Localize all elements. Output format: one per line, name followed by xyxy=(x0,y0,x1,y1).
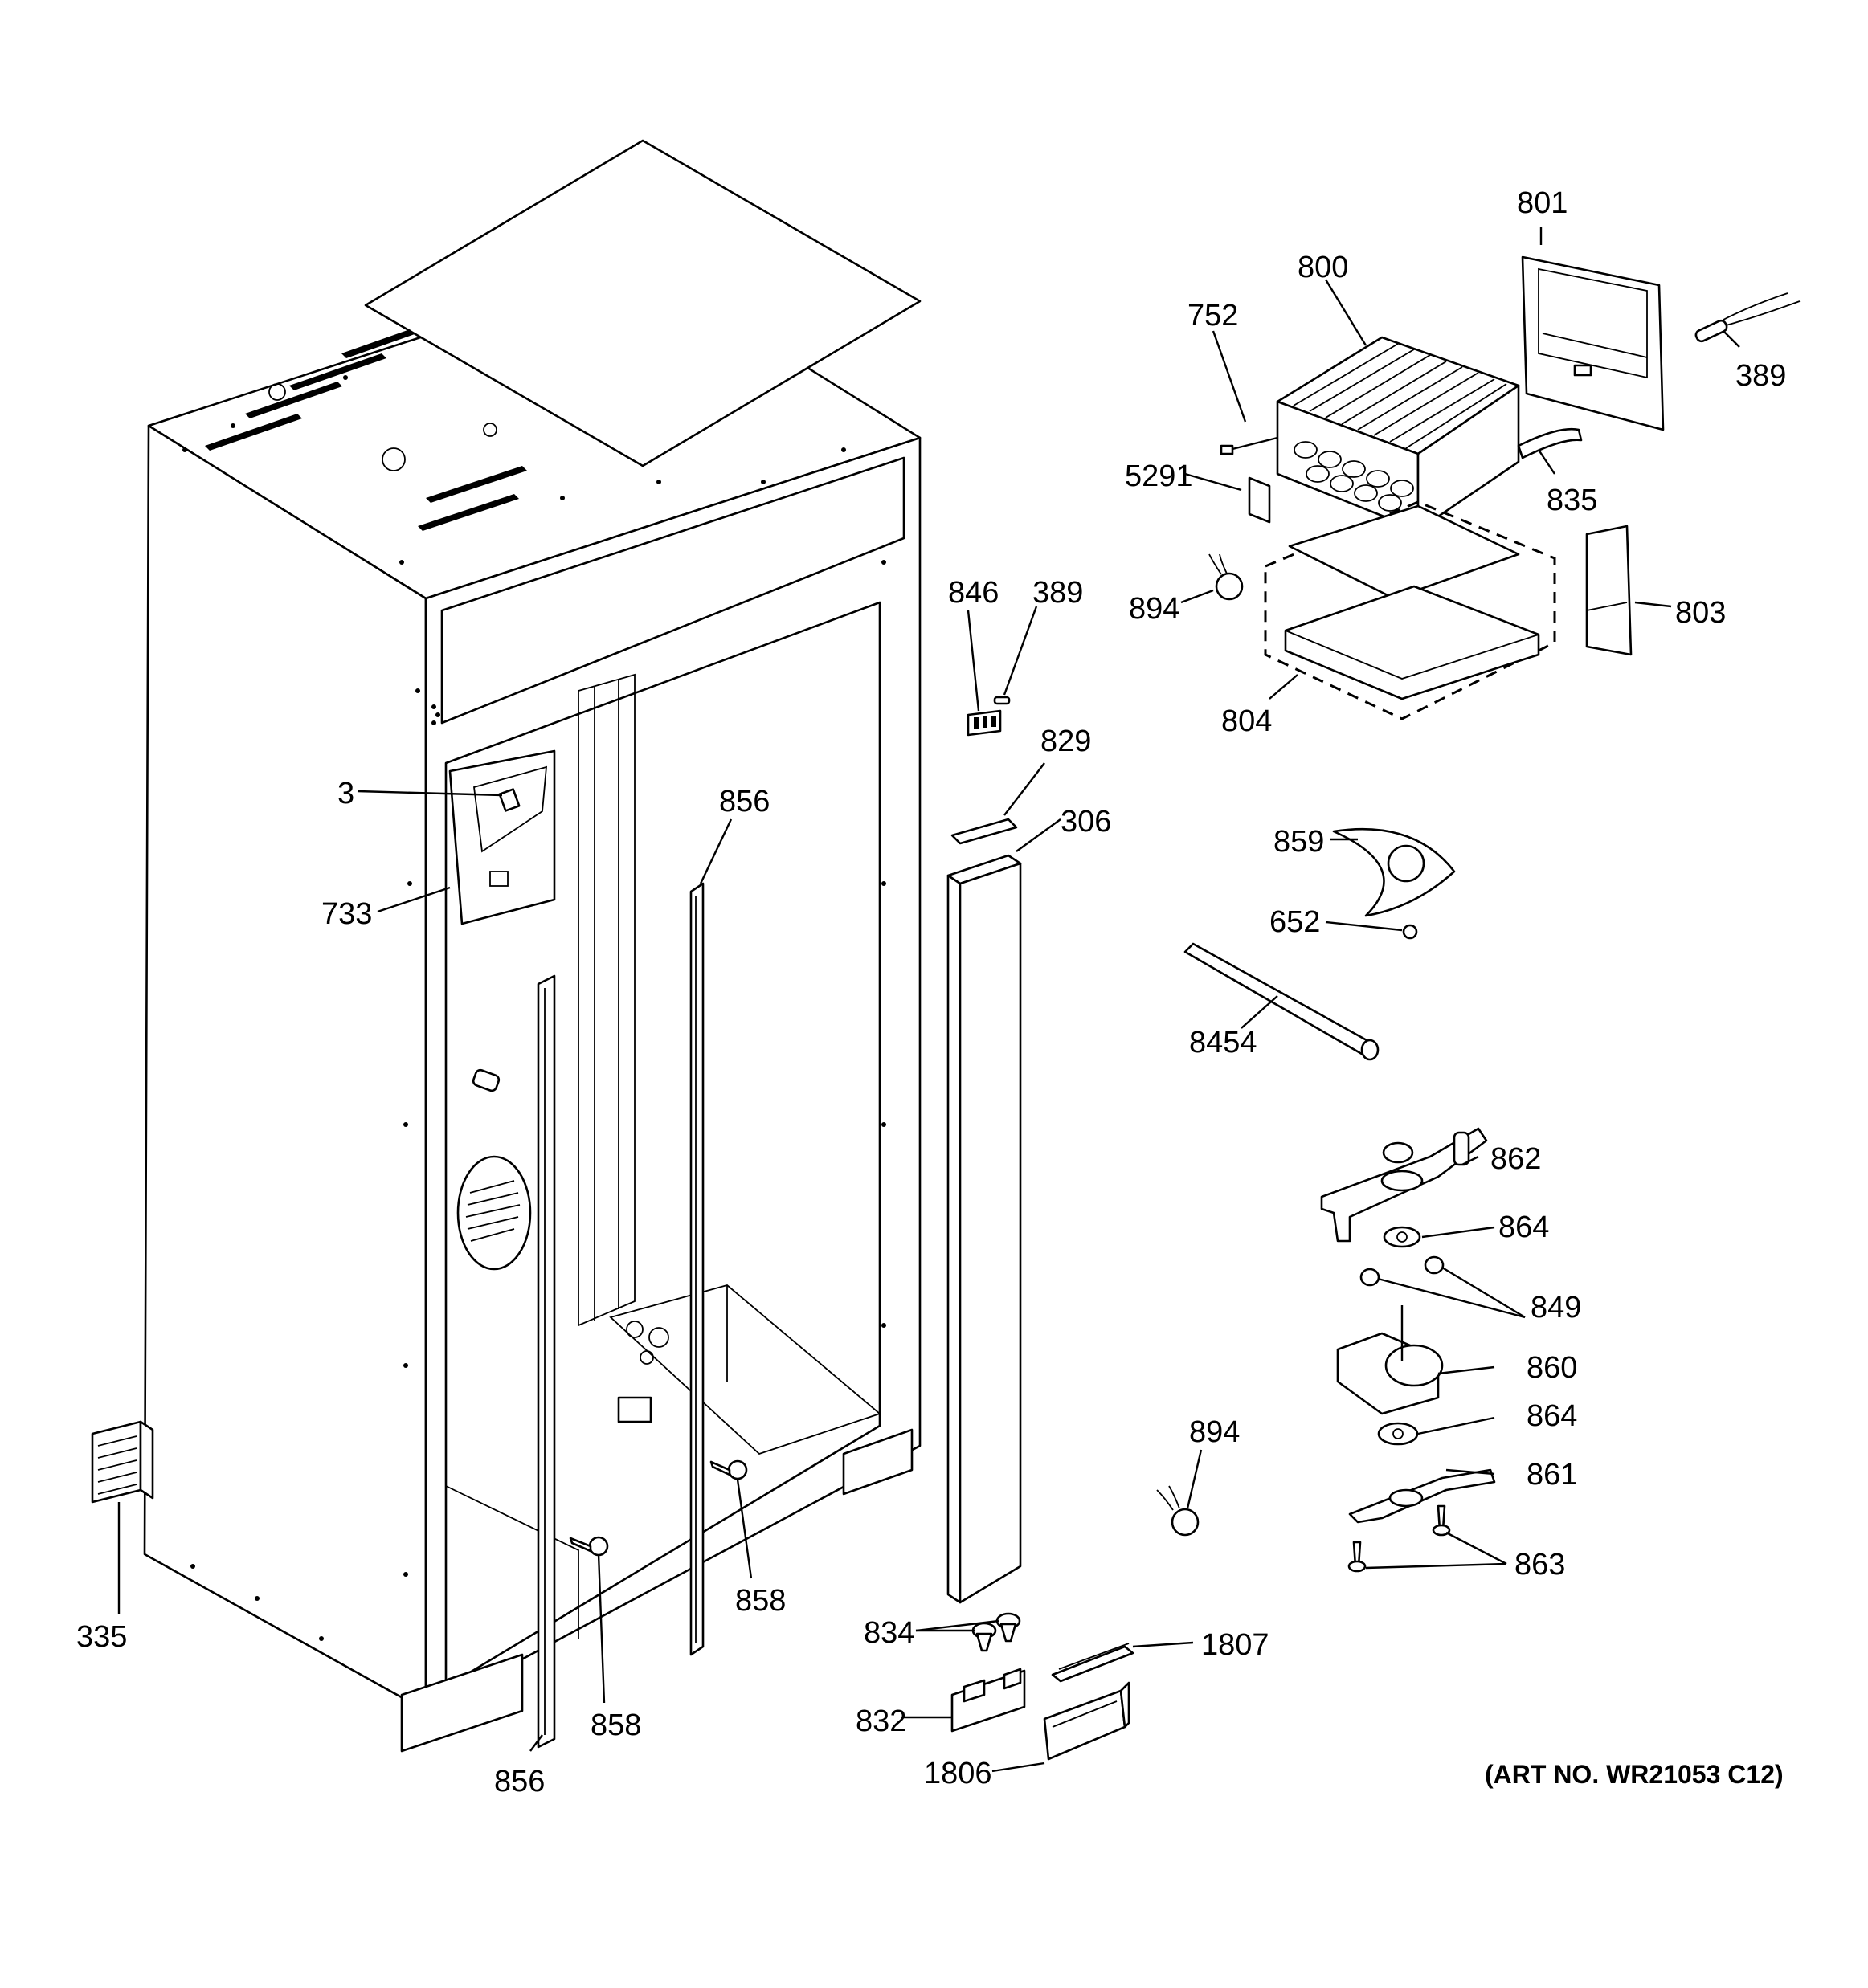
wire-389 xyxy=(1694,292,1801,343)
trim-strip-856-left xyxy=(537,974,556,1749)
top-vent-slots xyxy=(205,329,527,531)
callout-389-top: 389 xyxy=(1735,359,1786,393)
callout-864-bottom: 864 xyxy=(1527,1399,1577,1433)
callout-389-mid: 389 xyxy=(1032,576,1083,610)
callout-858-center: 858 xyxy=(735,1584,786,1618)
callout-3: 3 xyxy=(337,777,354,810)
evaporator-fins xyxy=(1293,343,1507,449)
thermostat-894-lower xyxy=(1156,1485,1200,1537)
sensor-752 xyxy=(1220,436,1278,455)
bracket-829 xyxy=(950,818,1018,845)
cover-1806 xyxy=(1043,1681,1130,1761)
grille-335 xyxy=(91,1420,154,1504)
callout-856-bottom: 856 xyxy=(494,1765,545,1798)
callout-733: 733 xyxy=(321,897,372,931)
callout-306: 306 xyxy=(1061,805,1111,839)
evaporator-coils xyxy=(1294,441,1414,512)
callout-804: 804 xyxy=(1221,704,1272,738)
callout-859: 859 xyxy=(1273,825,1324,859)
side-vent-grille xyxy=(456,1155,532,1271)
callout-849: 849 xyxy=(1531,1291,1581,1325)
bracket-832 xyxy=(950,1668,1026,1733)
trim-1807 xyxy=(1051,1643,1134,1683)
callout-1806: 1806 xyxy=(924,1757,992,1790)
callout-864-top: 864 xyxy=(1498,1210,1549,1244)
grommet-862-top xyxy=(1382,1141,1414,1164)
drain-pan-804 xyxy=(1264,500,1556,720)
callout-800: 800 xyxy=(1298,251,1348,284)
fan-blade-859 xyxy=(1332,827,1456,917)
callout-894-bottom: 894 xyxy=(1189,1415,1240,1449)
clip-5291 xyxy=(1248,476,1271,524)
grommet-864-upper xyxy=(1383,1226,1421,1248)
callout-861: 861 xyxy=(1527,1458,1577,1492)
cover-801 xyxy=(1521,255,1665,431)
screws-863 xyxy=(1347,1504,1451,1573)
bracket-862 xyxy=(1320,1127,1488,1243)
tube-8454 xyxy=(1183,942,1380,1061)
callout-1807: 1807 xyxy=(1201,1628,1269,1662)
callout-863: 863 xyxy=(1514,1548,1565,1582)
wire-nut-389-small xyxy=(993,696,1011,705)
callout-832: 832 xyxy=(856,1704,906,1738)
shield-803 xyxy=(1585,525,1633,656)
connector-846 xyxy=(967,709,1002,737)
trim-strip-856-center xyxy=(689,882,705,1656)
cabinet-shell xyxy=(143,139,922,1753)
callout-752: 752 xyxy=(1187,299,1238,333)
callout-894-top: 894 xyxy=(1129,592,1179,626)
callout-829: 829 xyxy=(1040,725,1091,758)
leader-lines xyxy=(117,227,1740,1773)
cabinet-rivets xyxy=(182,375,886,1641)
nut-652 xyxy=(1402,924,1418,940)
bracket-861 xyxy=(1348,1468,1496,1524)
thermostat-894-upper xyxy=(1208,553,1244,601)
callout-335: 335 xyxy=(76,1620,127,1654)
callout-834: 834 xyxy=(864,1616,914,1650)
callout-856-top: 856 xyxy=(719,785,770,818)
callout-862: 862 xyxy=(1490,1142,1541,1176)
callout-803: 803 xyxy=(1675,596,1726,630)
evaporator-800 xyxy=(1276,336,1583,532)
callout-801: 801 xyxy=(1517,186,1568,220)
callout-860: 860 xyxy=(1527,1351,1577,1385)
grommet-849-right xyxy=(1424,1255,1445,1275)
plugs-834 xyxy=(971,1612,1021,1652)
grommet-864-lower xyxy=(1377,1422,1419,1446)
callout-labels: 801 800 752 389 5291 835 894 803 804 846… xyxy=(76,186,1786,1798)
callout-846: 846 xyxy=(948,576,999,610)
callout-5291: 5291 xyxy=(1125,459,1193,493)
callout-858-left: 858 xyxy=(591,1708,641,1742)
callout-8454: 8454 xyxy=(1189,1026,1257,1059)
mullion-306 xyxy=(946,854,1022,1604)
art-number: (ART NO. WR21053 C12) xyxy=(1485,1760,1784,1789)
callout-652: 652 xyxy=(1269,905,1320,939)
fan-motor-860 xyxy=(1336,1305,1444,1415)
screw-858-center xyxy=(709,1459,748,1480)
grommet-849-left xyxy=(1359,1268,1380,1287)
callout-835: 835 xyxy=(1547,484,1597,517)
